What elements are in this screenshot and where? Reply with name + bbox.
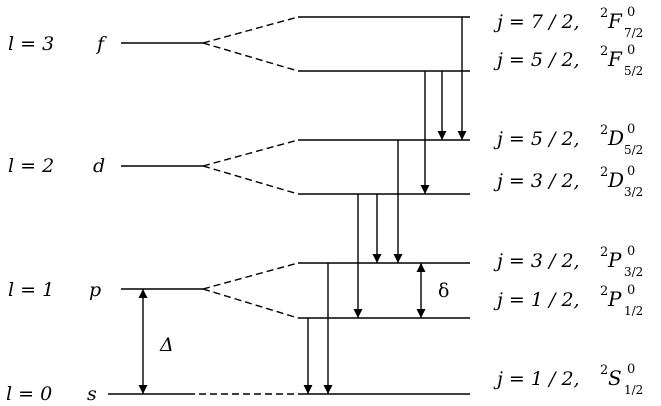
state-f72-term: F (607, 9, 623, 33)
state-s12-sub: 1/2 (624, 383, 643, 397)
state-f52-term: F (607, 47, 623, 71)
state-d52-sup: 0 (627, 122, 635, 137)
state-f72-mult: 2 (600, 6, 608, 21)
split-p-upper (202, 262, 299, 290)
orbital-l3-label: l = 3 (8, 33, 54, 55)
state-p32-sup: 0 (627, 244, 635, 259)
state-labels: j = 7 / 2, 2 F 0 7/2 j = 5 / 2, 2 F 0 5/… (493, 5, 643, 397)
state-p32-mult: 2 (600, 245, 608, 260)
state-f52-sup: 0 (627, 43, 635, 58)
state-d32-sub: 3/2 (624, 185, 643, 199)
state-f52-sub: 5/2 (624, 64, 643, 78)
orbital-l2-letter: d (93, 155, 105, 177)
small-splitting-label: δ (438, 280, 449, 302)
state-s12-mult: 2 (600, 363, 608, 378)
state-p32-j: j = 3 / 2, (493, 250, 580, 272)
state-p12-mult: 2 (600, 284, 608, 299)
state-f72-sup: 0 (627, 5, 635, 20)
state-p32-term: P (607, 248, 622, 272)
state-f52-mult: 2 (600, 44, 608, 59)
state-f52-j: j = 5 / 2, (493, 49, 580, 71)
split-f-lower (202, 42, 299, 72)
state-p12-sup: 0 (627, 283, 635, 298)
state-d32-sup: 0 (627, 164, 635, 179)
state-p12-j: j = 1 / 2, (493, 289, 580, 311)
orbital-l1-label: l = 1 (8, 279, 54, 301)
state-f72-sub: 7/2 (624, 26, 643, 40)
orbital-l0-letter: s (87, 383, 97, 405)
orbital-l2-label: l = 2 (8, 155, 54, 177)
large-splitting-label: Δ (159, 334, 174, 356)
state-p12-sub: 1/2 (624, 304, 643, 318)
orbital-l0-label: l = 0 (6, 383, 52, 405)
split-d-lower (202, 165, 299, 195)
state-d32-j: j = 3 / 2, (493, 170, 580, 192)
split-d-upper (202, 139, 299, 167)
state-f72-j: j = 7 / 2, (493, 11, 580, 33)
state-d52-term: D (607, 126, 624, 150)
state-s12-term: S (608, 366, 622, 390)
orbital-l1-letter: p (89, 279, 101, 301)
state-d32-mult: 2 (600, 165, 608, 180)
orbital-l3-letter: f (95, 33, 107, 55)
state-d52-mult: 2 (600, 123, 608, 138)
state-p32-sub: 3/2 (624, 265, 643, 279)
state-s12-sup: 0 (627, 362, 635, 377)
state-d52-j: j = 5 / 2, (493, 128, 580, 150)
split-p-lower (202, 288, 299, 319)
state-p12-term: P (607, 287, 622, 311)
state-d32-term: D (607, 168, 624, 192)
state-d52-sub: 5/2 (624, 143, 643, 157)
state-s12-j: j = 1 / 2, (493, 368, 580, 390)
split-f-upper (202, 16, 299, 44)
